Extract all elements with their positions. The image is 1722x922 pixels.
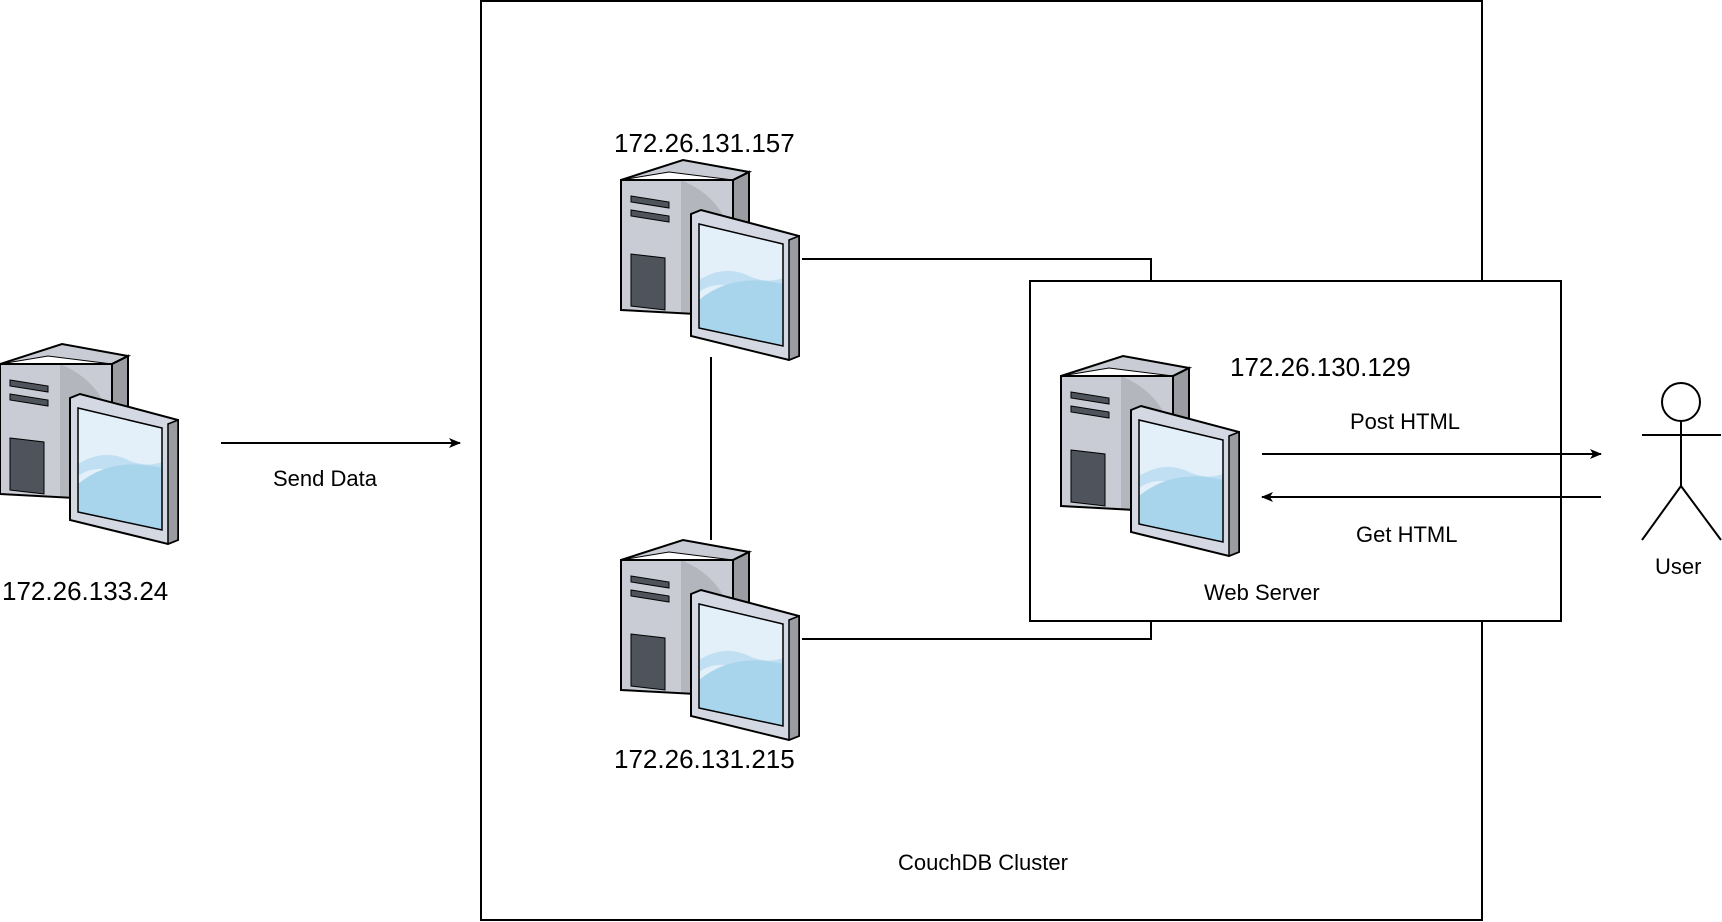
web-server-label: Web Server bbox=[1204, 580, 1320, 605]
source-computer-icon bbox=[0, 343, 179, 545]
cluster-node-157-computer-icon bbox=[620, 159, 800, 361]
cluster-node-215-computer-icon bbox=[620, 539, 800, 741]
cluster-label: CouchDB Cluster bbox=[898, 850, 1068, 875]
stick-figure-user-icon bbox=[1641, 382, 1722, 541]
user-label: User bbox=[1655, 554, 1702, 579]
link-node-157-to-web-server bbox=[802, 258, 1152, 281]
get-html-label: Get HTML bbox=[1356, 522, 1458, 547]
source-node-ip-label: 172.26.133.24 bbox=[2, 576, 169, 606]
link-node-215-to-web-server bbox=[802, 621, 1152, 640]
post-html-label: Post HTML bbox=[1350, 409, 1461, 434]
web-server-ip-label: 172.26.130.129 bbox=[1230, 352, 1411, 382]
cluster-node-215-ip-label: 172.26.131.215 bbox=[614, 744, 795, 774]
cluster-node-157-ip-label: 172.26.131.157 bbox=[614, 128, 795, 158]
send-data-label: Send Data bbox=[273, 466, 377, 491]
